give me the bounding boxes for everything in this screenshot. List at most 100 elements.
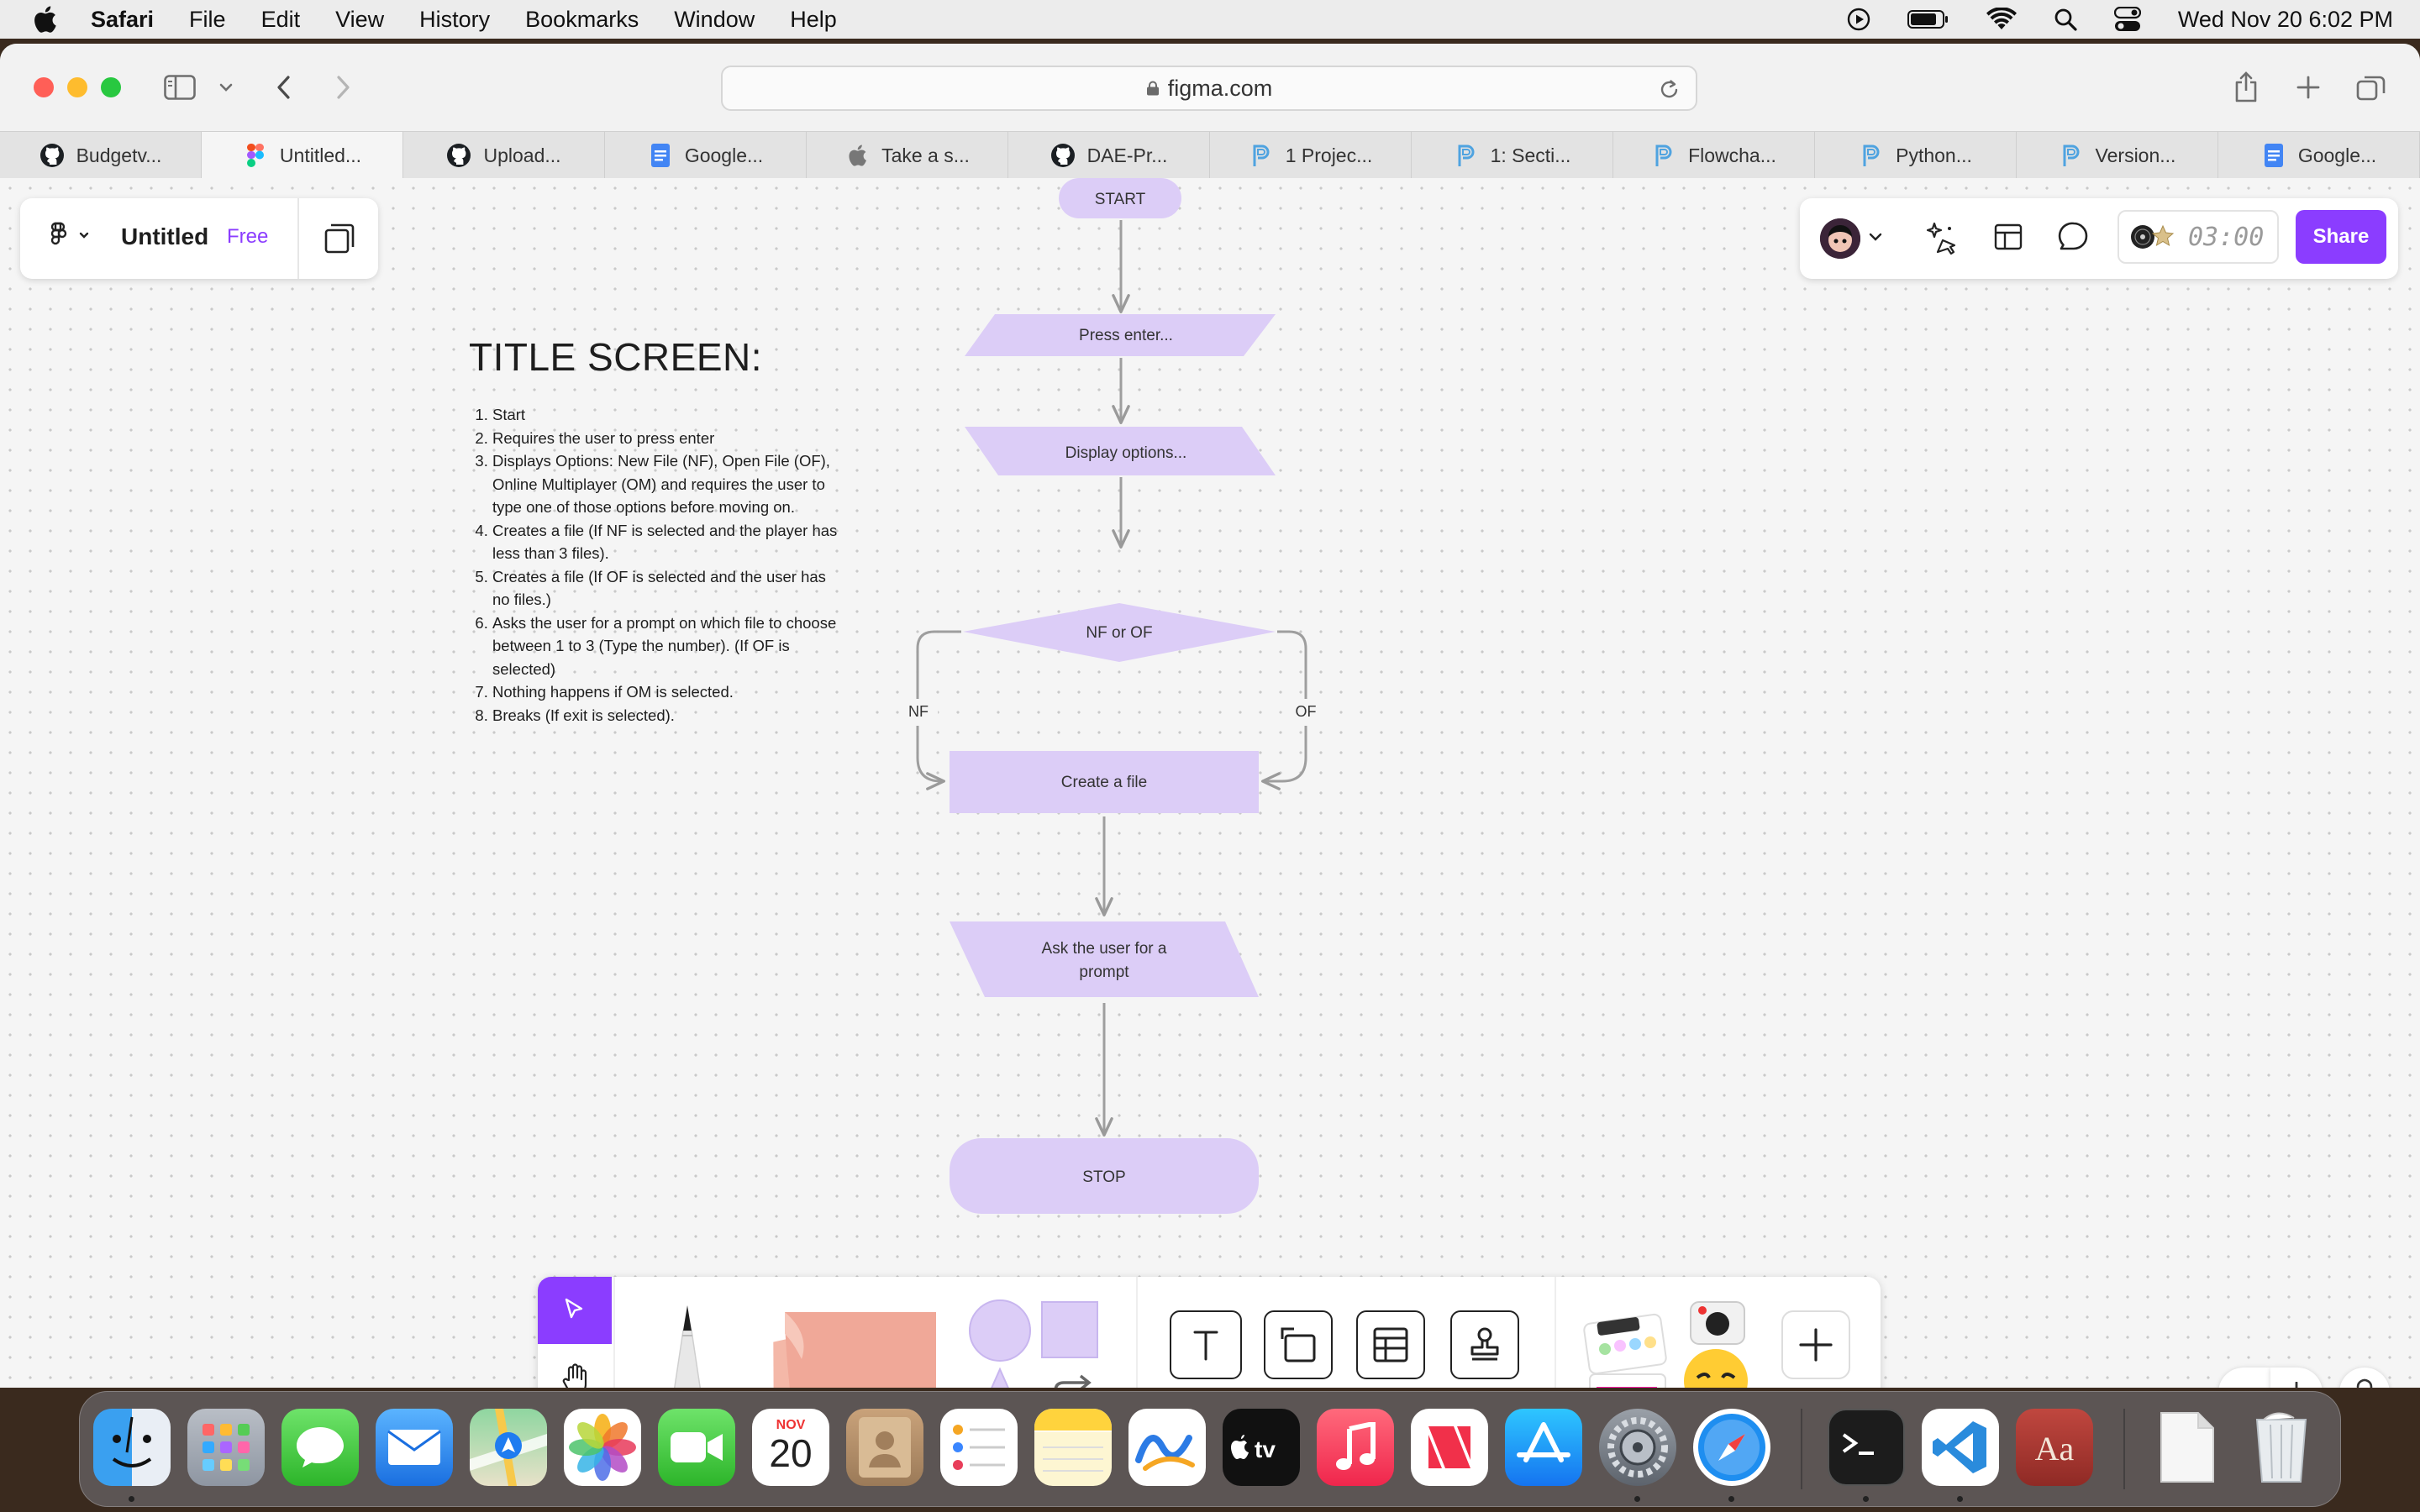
plan-badge[interactable]: Free [227, 225, 269, 248]
messages-app-icon[interactable] [281, 1409, 359, 1486]
document-icon[interactable] [2149, 1409, 2226, 1486]
reload-icon[interactable] [1659, 77, 1681, 101]
ai-sparkle-icon[interactable] [1923, 220, 1960, 261]
battery-icon[interactable] [1907, 9, 1949, 29]
press-enter-node[interactable] [965, 314, 1276, 356]
finder-app-icon[interactable] [93, 1409, 171, 1486]
spotlight-search-icon[interactable] [2054, 8, 2077, 31]
contacts-app-icon[interactable] [846, 1409, 923, 1486]
news-app-icon[interactable] [1411, 1409, 1488, 1486]
notes-title[interactable]: TITLE SCREEN: [469, 335, 763, 379]
maps-app-icon[interactable] [470, 1409, 547, 1486]
dock: NOV 20 tv Aa [79, 1391, 2341, 1507]
select-tool-button[interactable] [538, 1277, 612, 1344]
figma-menu-icon[interactable] [49, 222, 91, 256]
tab-untitled[interactable]: Untitled... [202, 132, 403, 179]
display-options-node[interactable] [965, 427, 1276, 475]
stamp-tool[interactable] [1450, 1310, 1519, 1379]
photos-app-icon[interactable] [564, 1409, 641, 1486]
pages-icon[interactable] [323, 222, 356, 258]
reminders-app-icon[interactable] [940, 1409, 1018, 1486]
share-button[interactable]: Share [2296, 210, 2386, 264]
app-store-app-icon[interactable] [1505, 1409, 1582, 1486]
music-app-icon[interactable] [1317, 1409, 1394, 1486]
hand-tool-button[interactable] [538, 1344, 612, 1388]
templates-icon[interactable] [1991, 220, 2025, 258]
window-close-button[interactable] [34, 77, 54, 97]
apple-tv-app-icon[interactable]: tv [1223, 1409, 1300, 1486]
sidebar-toggle-icon[interactable] [161, 67, 198, 108]
address-bar[interactable]: figma.com [721, 66, 1697, 111]
menu-view[interactable]: View [335, 6, 385, 32]
chevron-down-icon[interactable] [217, 67, 235, 108]
vscode-app-icon[interactable] [1922, 1409, 1999, 1486]
shapes-icon [969, 1299, 1098, 1388]
more-tools-button[interactable] [1781, 1310, 1850, 1379]
menu-app-name[interactable]: Safari [91, 6, 155, 32]
apple-menu-icon[interactable] [32, 5, 57, 34]
launchpad-app-icon[interactable] [187, 1409, 265, 1486]
menu-help[interactable]: Help [790, 6, 837, 32]
menu-bookmarks[interactable]: Bookmarks [525, 6, 639, 32]
start-node[interactable] [1059, 178, 1181, 218]
p-icon [2059, 143, 2084, 168]
notes-app-icon[interactable] [1034, 1409, 1112, 1486]
notes-list[interactable]: Start Requires the user to press enter D… [467, 403, 845, 727]
comment-icon[interactable] [2057, 220, 2091, 258]
file-name[interactable]: Untitled [121, 223, 209, 249]
tab-flowchart[interactable]: Flowcha... [1613, 132, 1815, 179]
text-tool[interactable] [1170, 1310, 1242, 1379]
figjam-canvas[interactable]: NF OF START Press enter... Display optio… [0, 178, 2420, 1388]
decision-node[interactable] [963, 603, 1276, 662]
menu-file[interactable]: File [189, 6, 226, 32]
terminal-app-icon[interactable] [1828, 1409, 1905, 1486]
tab-upload[interactable]: Upload... [403, 132, 605, 179]
facetime-app-icon[interactable] [658, 1409, 735, 1486]
tab-dae-pr[interactable]: DAE-Pr... [1008, 132, 1210, 179]
window-minimize-button[interactable] [67, 77, 87, 97]
system-settings-app-icon[interactable] [1599, 1409, 1676, 1486]
window-zoom-button[interactable] [101, 77, 121, 97]
sticky-note-tool[interactable] [760, 1300, 944, 1388]
now-playing-icon[interactable] [1847, 8, 1870, 31]
ask-prompt-node[interactable] [950, 921, 1259, 997]
menu-window[interactable]: Window [674, 6, 755, 32]
tab-budgetv[interactable]: Budgetv... [0, 132, 202, 179]
widgets-tool[interactable] [1583, 1294, 1768, 1388]
control-center-icon[interactable] [2113, 7, 2141, 32]
safari-app-icon[interactable] [1693, 1409, 1770, 1486]
shapes-tool[interactable] [968, 1299, 1102, 1388]
menu-edit[interactable]: Edit [260, 6, 301, 32]
forward-icon[interactable] [331, 67, 356, 108]
share-icon[interactable] [2230, 67, 2262, 108]
nf-edge-label[interactable]: NF [908, 703, 929, 720]
tab-project[interactable]: 1 Projec... [1210, 132, 1412, 179]
tab-version[interactable]: Version... [2017, 132, 2218, 179]
timer-widget[interactable]: 03:00 [2118, 210, 2279, 264]
tab-google-1[interactable]: Google... [605, 132, 807, 179]
tab-python[interactable]: Python... [1815, 132, 2017, 179]
marker-tool[interactable] [645, 1297, 729, 1388]
calendar-app-icon[interactable]: NOV 20 [752, 1409, 829, 1486]
stop-node[interactable] [950, 1138, 1259, 1214]
mail-app-icon[interactable] [376, 1409, 453, 1486]
dictionary-app-icon[interactable]: Aa [2016, 1409, 2093, 1486]
create-file-node[interactable] [950, 751, 1259, 813]
trash-icon[interactable] [2243, 1409, 2320, 1486]
of-edge-label[interactable]: OF [1296, 703, 1317, 720]
table-tool[interactable] [1356, 1310, 1425, 1379]
notes-item: Displays Options: New File (NF), Open Fi… [492, 449, 845, 519]
section-tool[interactable] [1264, 1310, 1333, 1379]
menu-history[interactable]: History [419, 6, 491, 32]
tab-google-2[interactable]: Google... [2218, 132, 2420, 179]
freeform-app-icon[interactable] [1128, 1409, 1206, 1486]
chevron-down-icon[interactable] [1869, 230, 1882, 245]
menu-bar-clock[interactable]: Wed Nov 20 6:02 PM [2177, 6, 2393, 32]
tab-take-a-screenshot[interactable]: Take a s... [807, 132, 1008, 179]
avatar[interactable] [1820, 218, 1860, 259]
wifi-icon[interactable] [1986, 8, 2017, 31]
tab-overview-icon[interactable] [2354, 67, 2388, 108]
new-tab-icon[interactable] [2292, 67, 2324, 108]
tab-section[interactable]: 1: Secti... [1412, 132, 1613, 179]
back-icon[interactable] [271, 67, 296, 108]
